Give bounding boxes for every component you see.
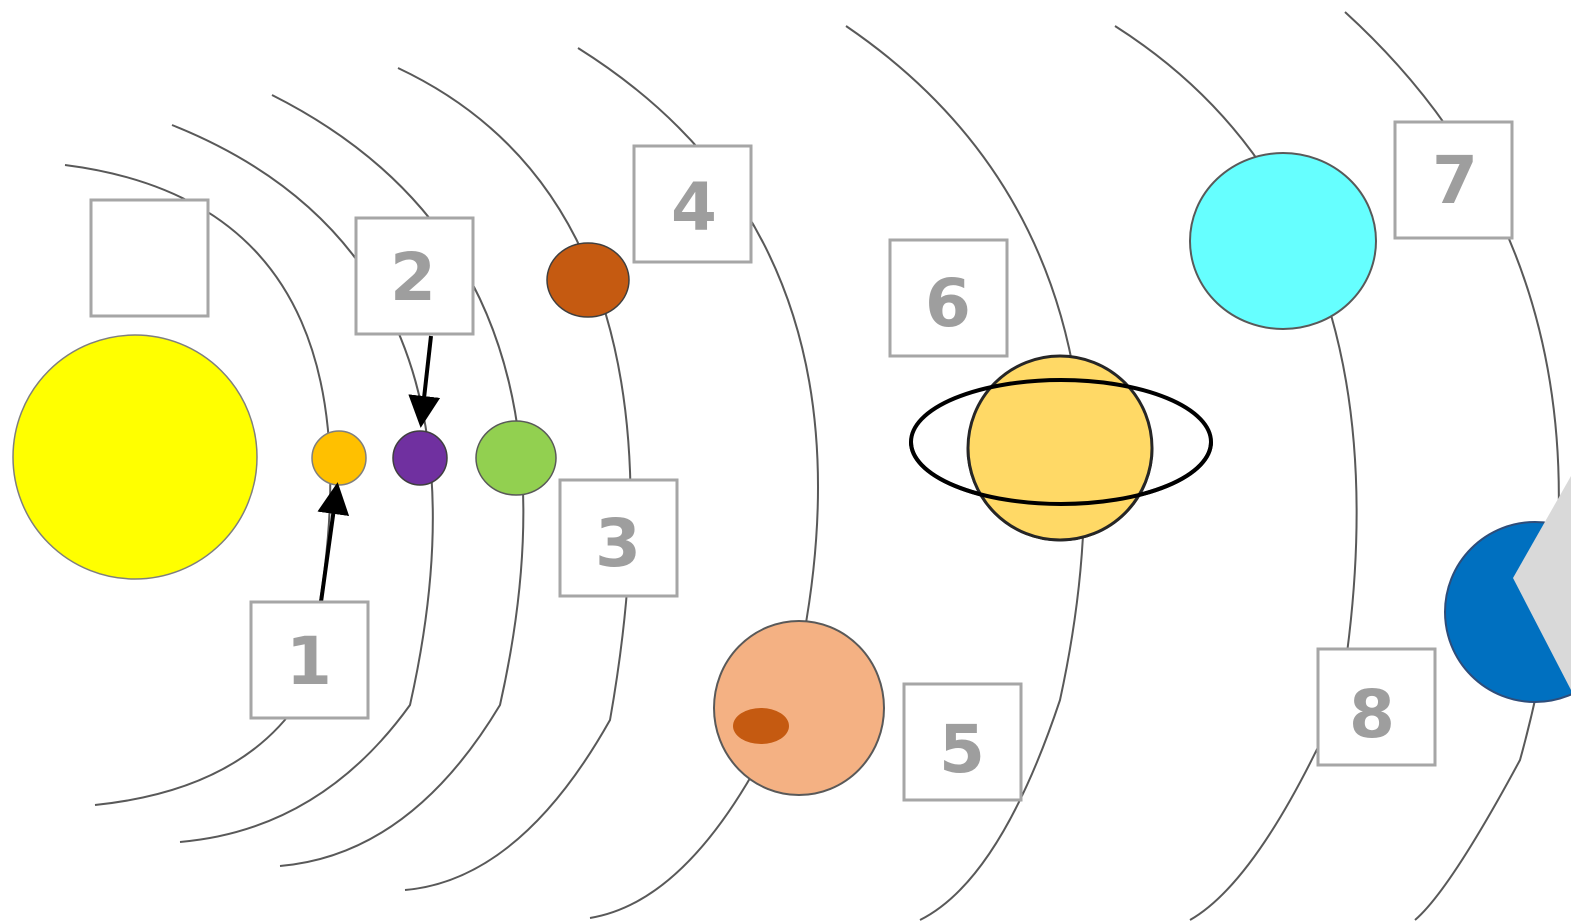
label-7: 7 [1432,142,1478,219]
label-8: 8 [1349,676,1395,753]
label-5: 5 [939,711,985,788]
planet-7 [1189,152,1377,330]
planet-1 [311,430,367,486]
orbit-7 [1114,25,1358,921]
next-arrow-icon[interactable] [1513,476,1571,690]
label-box-7 [1393,120,1514,240]
label-box-4 [632,144,753,264]
planet-5-spot [733,708,789,744]
arrow-1 [317,482,350,603]
planet-6-with-ring [909,354,1213,542]
planet-2 [392,430,448,486]
planet-5 [713,620,885,796]
planet-4 [546,242,630,318]
orbit-3 [271,94,525,867]
label-box-sun [89,198,210,318]
label-1: 1 [286,623,332,700]
label-4: 4 [671,169,717,246]
label-box-6 [888,238,1009,358]
label-box-1 [249,600,370,720]
label-box-8 [1316,647,1437,767]
label-2: 2 [390,239,436,316]
orbit-6 [845,25,1086,921]
planet-3 [475,420,557,496]
label-3: 3 [595,505,641,582]
label-box-5 [902,682,1023,802]
label-box-2 [354,216,475,336]
orbit-2 [171,124,434,843]
sun [12,334,258,580]
label-6: 6 [925,265,971,342]
arrow-2 [408,335,441,428]
label-box-3 [558,478,679,598]
